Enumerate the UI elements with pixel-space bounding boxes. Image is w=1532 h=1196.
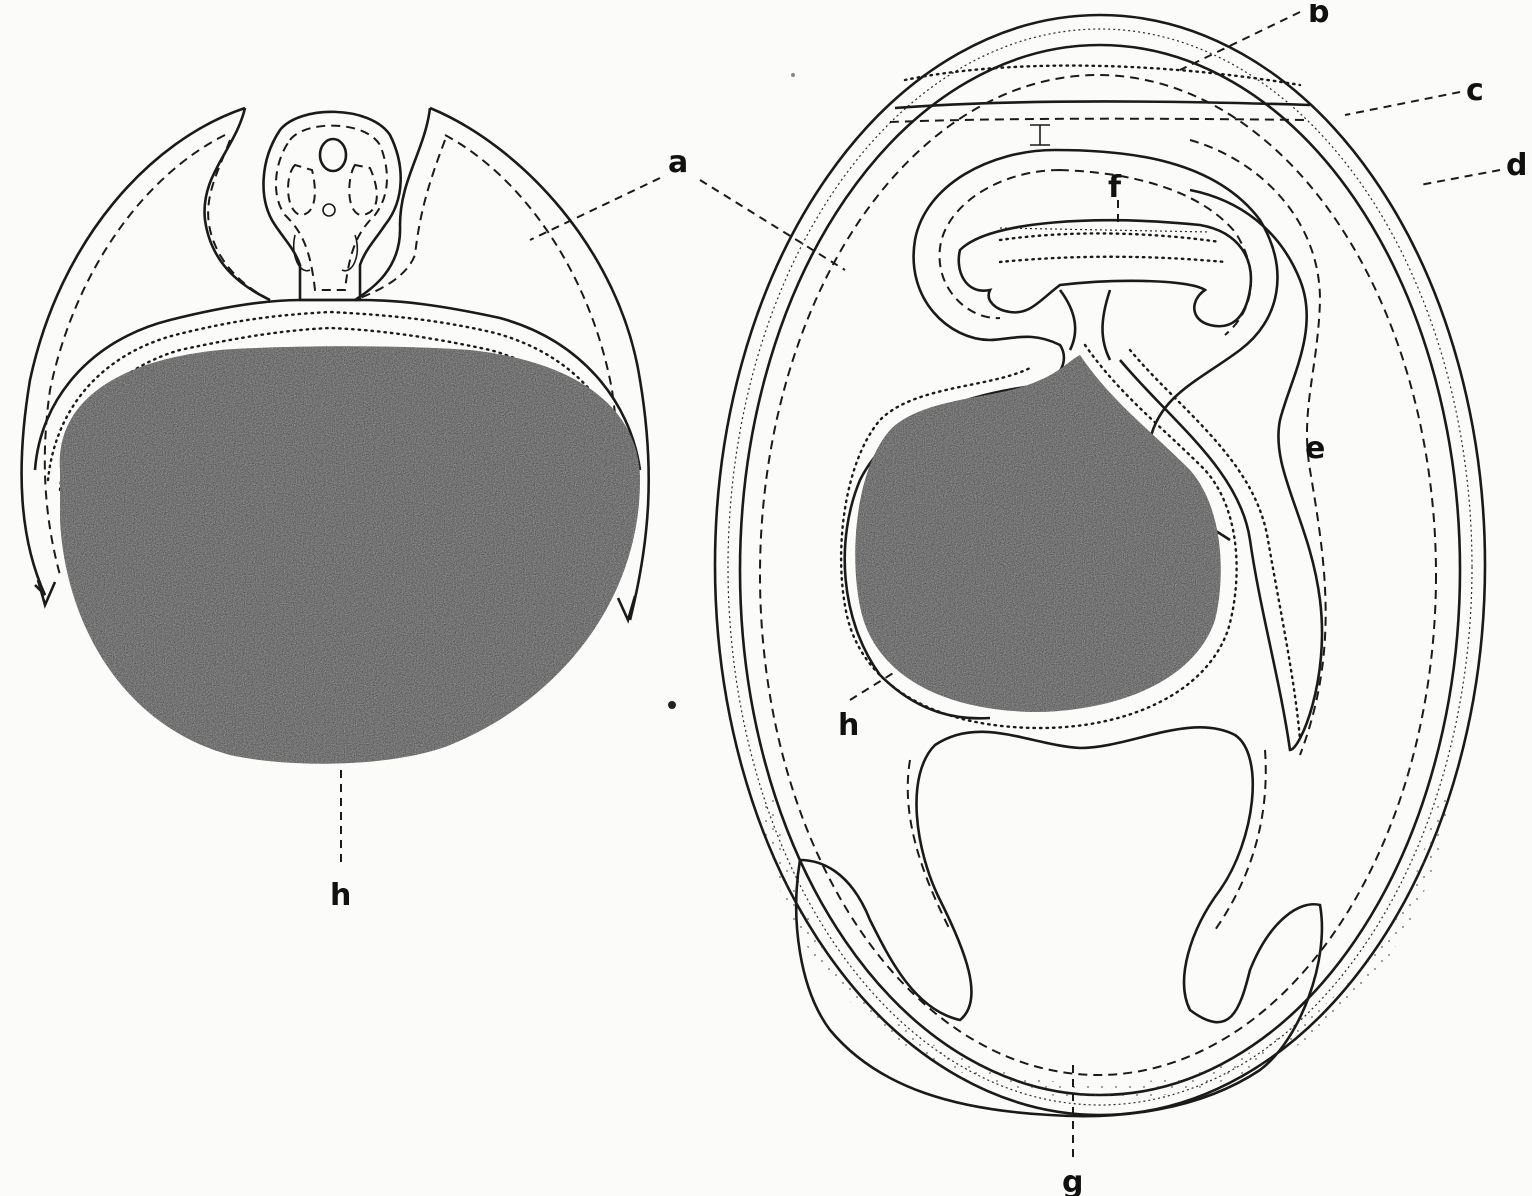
stray-dot-1 [668, 701, 676, 709]
d-leader [1420, 170, 1500, 185]
label-g: g [1062, 1165, 1083, 1196]
embryo-somites-2 [1000, 257, 1225, 262]
top-band-line [895, 102, 1310, 108]
b-leader [1180, 12, 1300, 70]
yolk-stalk [1060, 290, 1110, 360]
a-leader-left [530, 178, 660, 240]
right-egg-section [668, 15, 1485, 1116]
embryo-somites [1000, 233, 1220, 242]
h-right-leader [850, 672, 895, 700]
left-fold-tip-right [355, 108, 430, 300]
stray-dot-2 [791, 73, 795, 77]
left-yolk-mass [60, 346, 640, 763]
label-b: b [1308, 0, 1329, 30]
i-bar-mark [1030, 125, 1050, 145]
neural-tube [264, 112, 401, 300]
c-leader [1345, 92, 1460, 115]
label-h-right: h [838, 708, 859, 743]
a-leader-right [700, 180, 845, 270]
top-text-clip [0, 0, 1532, 4]
shell-bottom-stipple [760, 800, 1450, 1100]
left-arrow-right [618, 596, 635, 620]
left-fold-tip-left [205, 108, 270, 300]
label-h-left: h [330, 878, 351, 913]
label-c: c [1466, 73, 1484, 108]
embryo-neural [1000, 228, 1210, 232]
label-a: a [668, 145, 688, 180]
label-d: d [1506, 148, 1527, 183]
label-f: f [1108, 170, 1122, 205]
top-band-dash [890, 119, 1305, 122]
label-e: e [1305, 431, 1325, 466]
